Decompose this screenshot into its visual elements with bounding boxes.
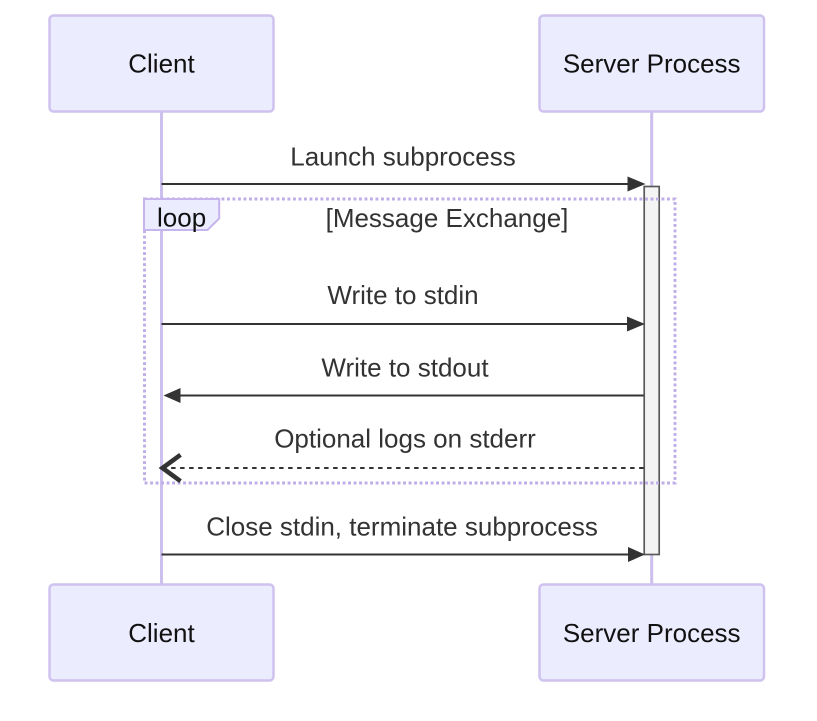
svg-text:Client: Client — [128, 618, 195, 648]
svg-text:Launch subprocess: Launch subprocess — [290, 141, 515, 171]
svg-text:Server Process: Server Process — [563, 49, 741, 79]
svg-text:Optional logs on stderr: Optional logs on stderr — [274, 424, 536, 454]
svg-text:loop: loop — [157, 203, 206, 233]
svg-text:[Message Exchange]: [Message Exchange] — [326, 203, 569, 233]
svg-text:Close stdin, terminate subproc: Close stdin, terminate subprocess — [206, 511, 598, 541]
svg-text:Server Process: Server Process — [563, 618, 741, 648]
svg-text:Write to stdout: Write to stdout — [321, 353, 489, 383]
svg-text:Write to stdin: Write to stdin — [327, 280, 478, 310]
svg-text:Client: Client — [128, 49, 195, 79]
